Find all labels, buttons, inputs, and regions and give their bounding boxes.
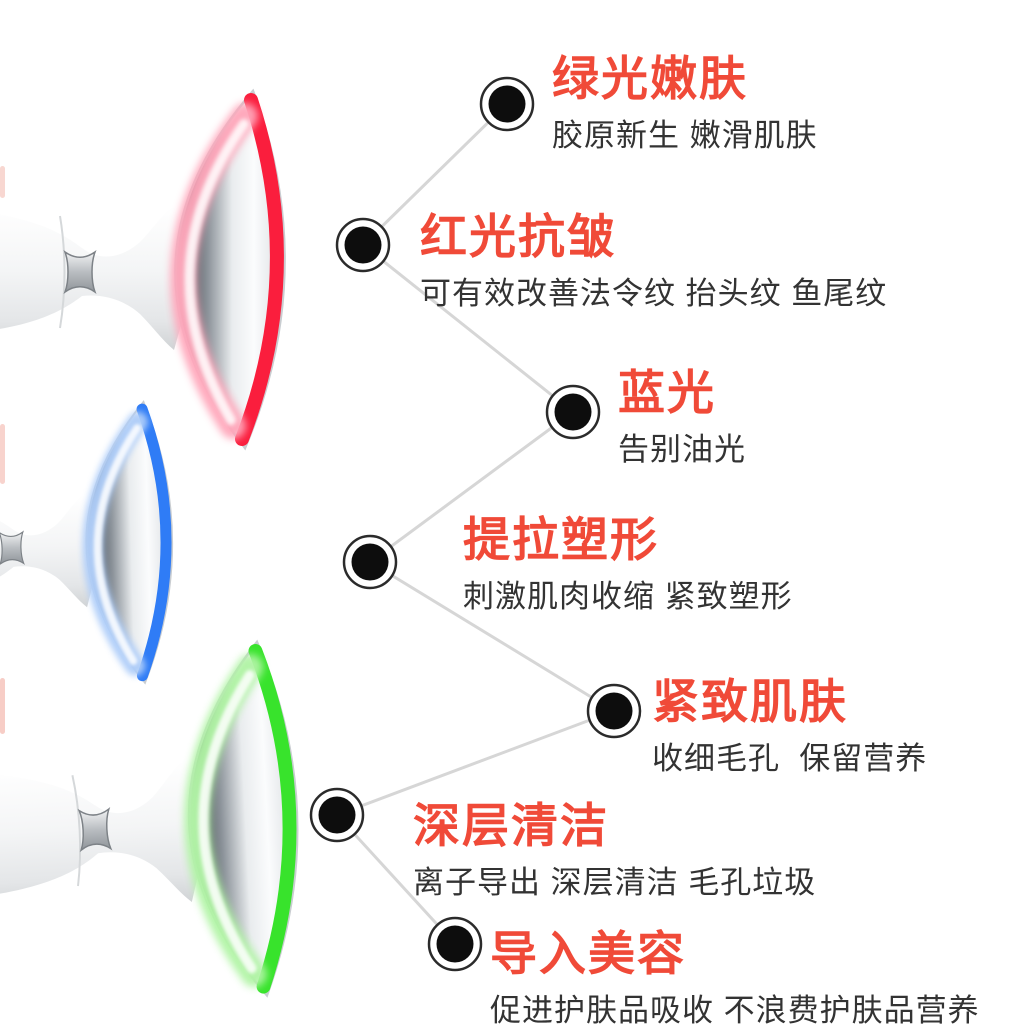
- feature-title: 绿光嫩肤: [552, 52, 748, 105]
- feature-bullet: [342, 534, 398, 590]
- device-power-button: [63, 250, 97, 294]
- feature-red-light: 红光抗皱 可有效改善法令纹 抬头纹 鱼尾纹: [420, 212, 887, 313]
- feature-title: 紧致肌肤: [652, 675, 848, 728]
- feature-blue-light: 蓝光 告别油光: [618, 368, 746, 469]
- feature-bullet: [335, 217, 391, 273]
- connector-line: [361, 102, 509, 247]
- feature-title: 导入美容: [490, 927, 686, 980]
- feature-lifting: 提拉塑形 刺激肌肉收缩 紧致塑形: [463, 515, 793, 616]
- feature-green-light: 绿光嫩肤 胶原新生 嫩滑肌肤: [552, 54, 818, 155]
- connector-line: [369, 560, 615, 713]
- feature-description: 告别油光: [618, 432, 746, 468]
- feature-bullet: [545, 384, 601, 440]
- device-led-glow-core: [184, 119, 249, 425]
- feature-description: 收细毛孔 保留营养: [652, 741, 928, 777]
- feature-bullet: [479, 76, 535, 132]
- feature-description: 促进护肤品吸收 不浪费护肤品营养: [490, 993, 980, 1029]
- feature-deep-clean: 深层清洁 离子导出 深层清洁 毛孔垃圾: [413, 801, 816, 902]
- feature-description: 可有效改善法令纹 抬头纹 鱼尾纹: [420, 276, 888, 312]
- device-led-rim: [136, 403, 172, 682]
- feature-description: 离子导出 深层清洁 毛孔垃圾: [413, 865, 817, 901]
- device-led-rim: [235, 93, 284, 446]
- feature-title: 蓝光: [618, 366, 716, 419]
- device-led-glow-core: [198, 670, 257, 974]
- device-power-button: [0, 530, 25, 566]
- green-light-massager: [0, 639, 299, 998]
- feature-bullet: [427, 916, 483, 972]
- blue-light-massager: [0, 400, 174, 685]
- feature-infusion: 导入美容 促进护肤品吸收 不浪费护肤品营养: [490, 929, 980, 1030]
- device-led-rim: [248, 644, 297, 994]
- device-led-glow-core: [93, 424, 142, 665]
- device-seam: [59, 215, 66, 329]
- feature-title: 深层清洁: [413, 799, 609, 852]
- connector-line: [369, 410, 574, 564]
- feature-description: 胶原新生 嫩滑肌肤: [552, 118, 818, 154]
- red-light-massager: [0, 88, 286, 451]
- edge-device-sliver: [0, 166, 5, 198]
- edge-device-sliver: [0, 678, 5, 734]
- feature-title: 红光抗皱: [420, 210, 616, 263]
- device-seam: [71, 775, 82, 887]
- feature-bullet: [309, 787, 365, 843]
- connector-line: [336, 709, 615, 817]
- feature-description: 刺激肌肉收缩 紧致塑形: [463, 579, 793, 615]
- connector-line: [335, 813, 457, 946]
- device-power-button: [77, 807, 113, 853]
- feature-title: 提拉塑形: [463, 513, 659, 566]
- device-handle: [0, 206, 196, 350]
- feature-bullet: [586, 683, 642, 739]
- connector-line: [362, 243, 574, 414]
- feature-firming: 紧致肌肤 收细毛孔 保留营养: [652, 677, 927, 778]
- edge-device-sliver: [0, 424, 5, 484]
